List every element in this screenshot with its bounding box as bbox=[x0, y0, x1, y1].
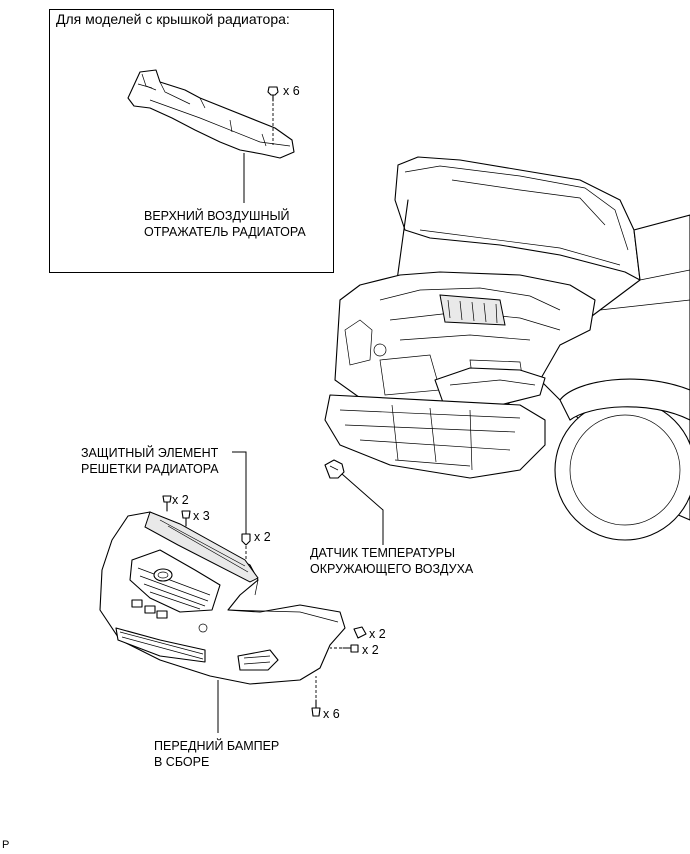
inset-caption: Для моделей с крышкой радиатора: bbox=[56, 11, 290, 27]
air-deflector-label-line2: ОТРАЖАТЕЛЬ РАДИАТОРА bbox=[144, 225, 306, 239]
air-deflector-label-line1: ВЕРХНИЙ ВОЗДУШНЫЙ bbox=[144, 209, 290, 223]
bolt-icon-right-lower bbox=[342, 644, 359, 653]
clip-icon-right-upper bbox=[353, 626, 367, 639]
inset-clip-icon bbox=[267, 86, 279, 102]
car-front-view bbox=[324, 156, 690, 541]
count-top-left: x 2 bbox=[172, 493, 189, 507]
temp-sensor-label-line1: ДАТЧИК ТЕМПЕРАТУРЫ bbox=[310, 546, 456, 560]
grille-protector-label-line2: РЕШЕТКИ РАДИАТОРА bbox=[81, 462, 219, 476]
temperature-sensor-icon bbox=[324, 459, 345, 479]
upper-air-deflector bbox=[127, 69, 295, 159]
front-bumper-assembly bbox=[99, 511, 346, 685]
count-right-upper: x 2 bbox=[369, 627, 386, 641]
temp-sensor-label-line2: ОКРУЖАЮЩЕГО ВОЗДУХА bbox=[310, 562, 474, 576]
count-right-lower: x 2 bbox=[362, 643, 379, 657]
bolt-icon-top-mid bbox=[181, 510, 191, 527]
bumper-label-line2: В СБОРЕ bbox=[154, 755, 210, 769]
inset-frame bbox=[49, 9, 334, 273]
count-grille: x 2 bbox=[254, 530, 271, 544]
grille-protector-label-line1: ЗАЩИТНЫЙ ЭЛЕМЕНТ bbox=[81, 446, 219, 460]
inset-clip-count: x 6 bbox=[283, 84, 300, 98]
clip-icon-grille bbox=[241, 533, 251, 546]
bolt-icon-top-left bbox=[162, 495, 172, 512]
count-bottom: x 6 bbox=[323, 707, 340, 721]
corner-mark: P bbox=[2, 839, 10, 851]
count-top-mid: x 3 bbox=[193, 509, 210, 523]
bumper-label-line1: ПЕРЕДНИЙ БАМПЕР bbox=[154, 739, 280, 753]
bolt-icon-bottom bbox=[311, 699, 321, 717]
